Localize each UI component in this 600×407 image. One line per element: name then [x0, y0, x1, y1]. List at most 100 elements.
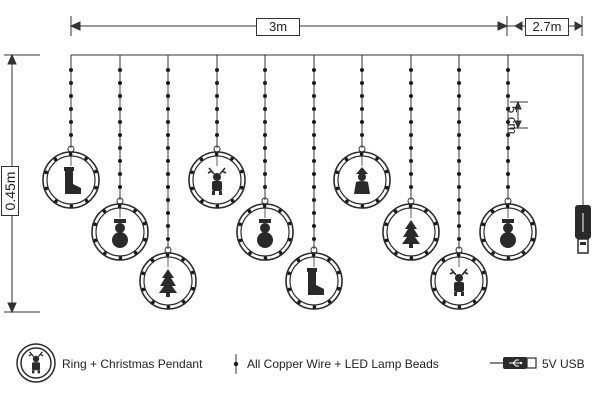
led-bead — [166, 211, 170, 215]
led-bead — [457, 68, 461, 72]
led-bead — [409, 159, 413, 163]
ring-bead — [424, 209, 428, 213]
led-bead — [457, 120, 461, 124]
led-bead — [166, 198, 170, 202]
led-bead — [215, 68, 219, 72]
ring-bead — [93, 238, 98, 243]
led-bead — [506, 185, 510, 189]
ring-bead — [335, 186, 340, 191]
led-bead — [360, 94, 364, 98]
led-bead — [506, 172, 510, 176]
outer-ring — [42, 151, 100, 209]
ring-bead — [335, 170, 340, 175]
ring-bead — [151, 300, 155, 305]
reindeer-pendant-icon — [449, 268, 469, 296]
led-bead — [166, 107, 170, 111]
outer-ring — [285, 252, 343, 310]
led-bead — [360, 120, 364, 124]
ring-bead — [482, 286, 486, 291]
boot-pendant-icon — [307, 268, 324, 295]
led-bead — [312, 133, 316, 137]
led-bead — [409, 94, 413, 98]
led-bead — [166, 133, 170, 137]
led-bead — [360, 81, 364, 85]
led-bead — [506, 120, 510, 124]
led-bead — [506, 107, 510, 111]
led-bead-icon — [233, 354, 239, 374]
ring-bead — [247, 209, 252, 213]
led-bead — [409, 185, 413, 189]
ring-bead — [141, 271, 145, 276]
led-bead — [360, 133, 364, 137]
led-bead — [312, 172, 316, 176]
ring-bead — [93, 169, 98, 174]
ring-bead — [327, 300, 332, 304]
outer-ring — [430, 252, 488, 310]
ring-bead — [491, 251, 495, 255]
ring-bead — [103, 251, 107, 255]
led-bead — [457, 237, 461, 241]
ring-bead — [481, 238, 486, 243]
led-bead — [166, 68, 170, 72]
light-strand — [430, 55, 488, 310]
tree-pendant-icon — [402, 220, 420, 248]
tree-pendant-icon — [159, 269, 177, 297]
ring-bead — [359, 152, 364, 156]
ring-bead — [384, 238, 389, 243]
ring-bead — [384, 169, 389, 174]
led-bead — [118, 81, 122, 85]
ring-bead — [230, 157, 234, 161]
light-strand — [236, 55, 294, 261]
led-bead — [506, 68, 510, 72]
ring-bead — [240, 185, 244, 190]
led-bead — [312, 211, 316, 215]
light-strand — [382, 55, 440, 261]
led-bead — [166, 146, 170, 150]
led-bead — [506, 159, 510, 163]
ring-bead — [142, 221, 147, 226]
ring-bead — [94, 185, 98, 190]
outer-ring — [382, 203, 440, 261]
led-bead — [409, 146, 413, 150]
ring-bead — [93, 222, 97, 227]
led-bead — [118, 107, 122, 111]
led-bead — [409, 120, 413, 124]
reindeer-pendant-icon — [207, 167, 227, 195]
led-bead — [263, 133, 267, 137]
led-bead — [457, 81, 461, 85]
ring-bead — [345, 199, 349, 203]
ring-bead — [215, 204, 220, 208]
ring-bead — [472, 258, 476, 262]
led-bead — [166, 237, 170, 241]
led-bead — [312, 185, 316, 189]
led-bead — [409, 68, 413, 72]
led-bead — [409, 133, 413, 137]
ring-bead — [44, 186, 49, 191]
led-bead — [312, 146, 316, 150]
ring-bead — [181, 258, 185, 262]
outer-ring — [139, 252, 197, 310]
ring-bead — [190, 270, 195, 275]
led-bead — [506, 146, 510, 150]
led-bead — [312, 94, 316, 98]
ring-bead — [117, 204, 122, 208]
led-bead — [360, 107, 364, 111]
ring-bead — [442, 300, 446, 305]
ring-bead — [278, 251, 283, 255]
led-bead — [263, 81, 267, 85]
led-bead — [506, 94, 510, 98]
led-bead — [263, 107, 267, 111]
ring-bead — [505, 204, 510, 208]
led-bead — [312, 224, 316, 228]
led-bead — [166, 159, 170, 163]
ring-bead — [434, 237, 438, 242]
light-strand — [479, 55, 537, 261]
lead-length-label: 2.7m — [525, 18, 569, 36]
ring-bead — [143, 237, 147, 242]
ring-bead — [102, 209, 107, 213]
led-bead — [215, 120, 219, 124]
ring-bead — [166, 305, 171, 309]
ring-bead — [490, 209, 495, 213]
led-bead — [263, 120, 267, 124]
led-bead — [312, 68, 316, 72]
